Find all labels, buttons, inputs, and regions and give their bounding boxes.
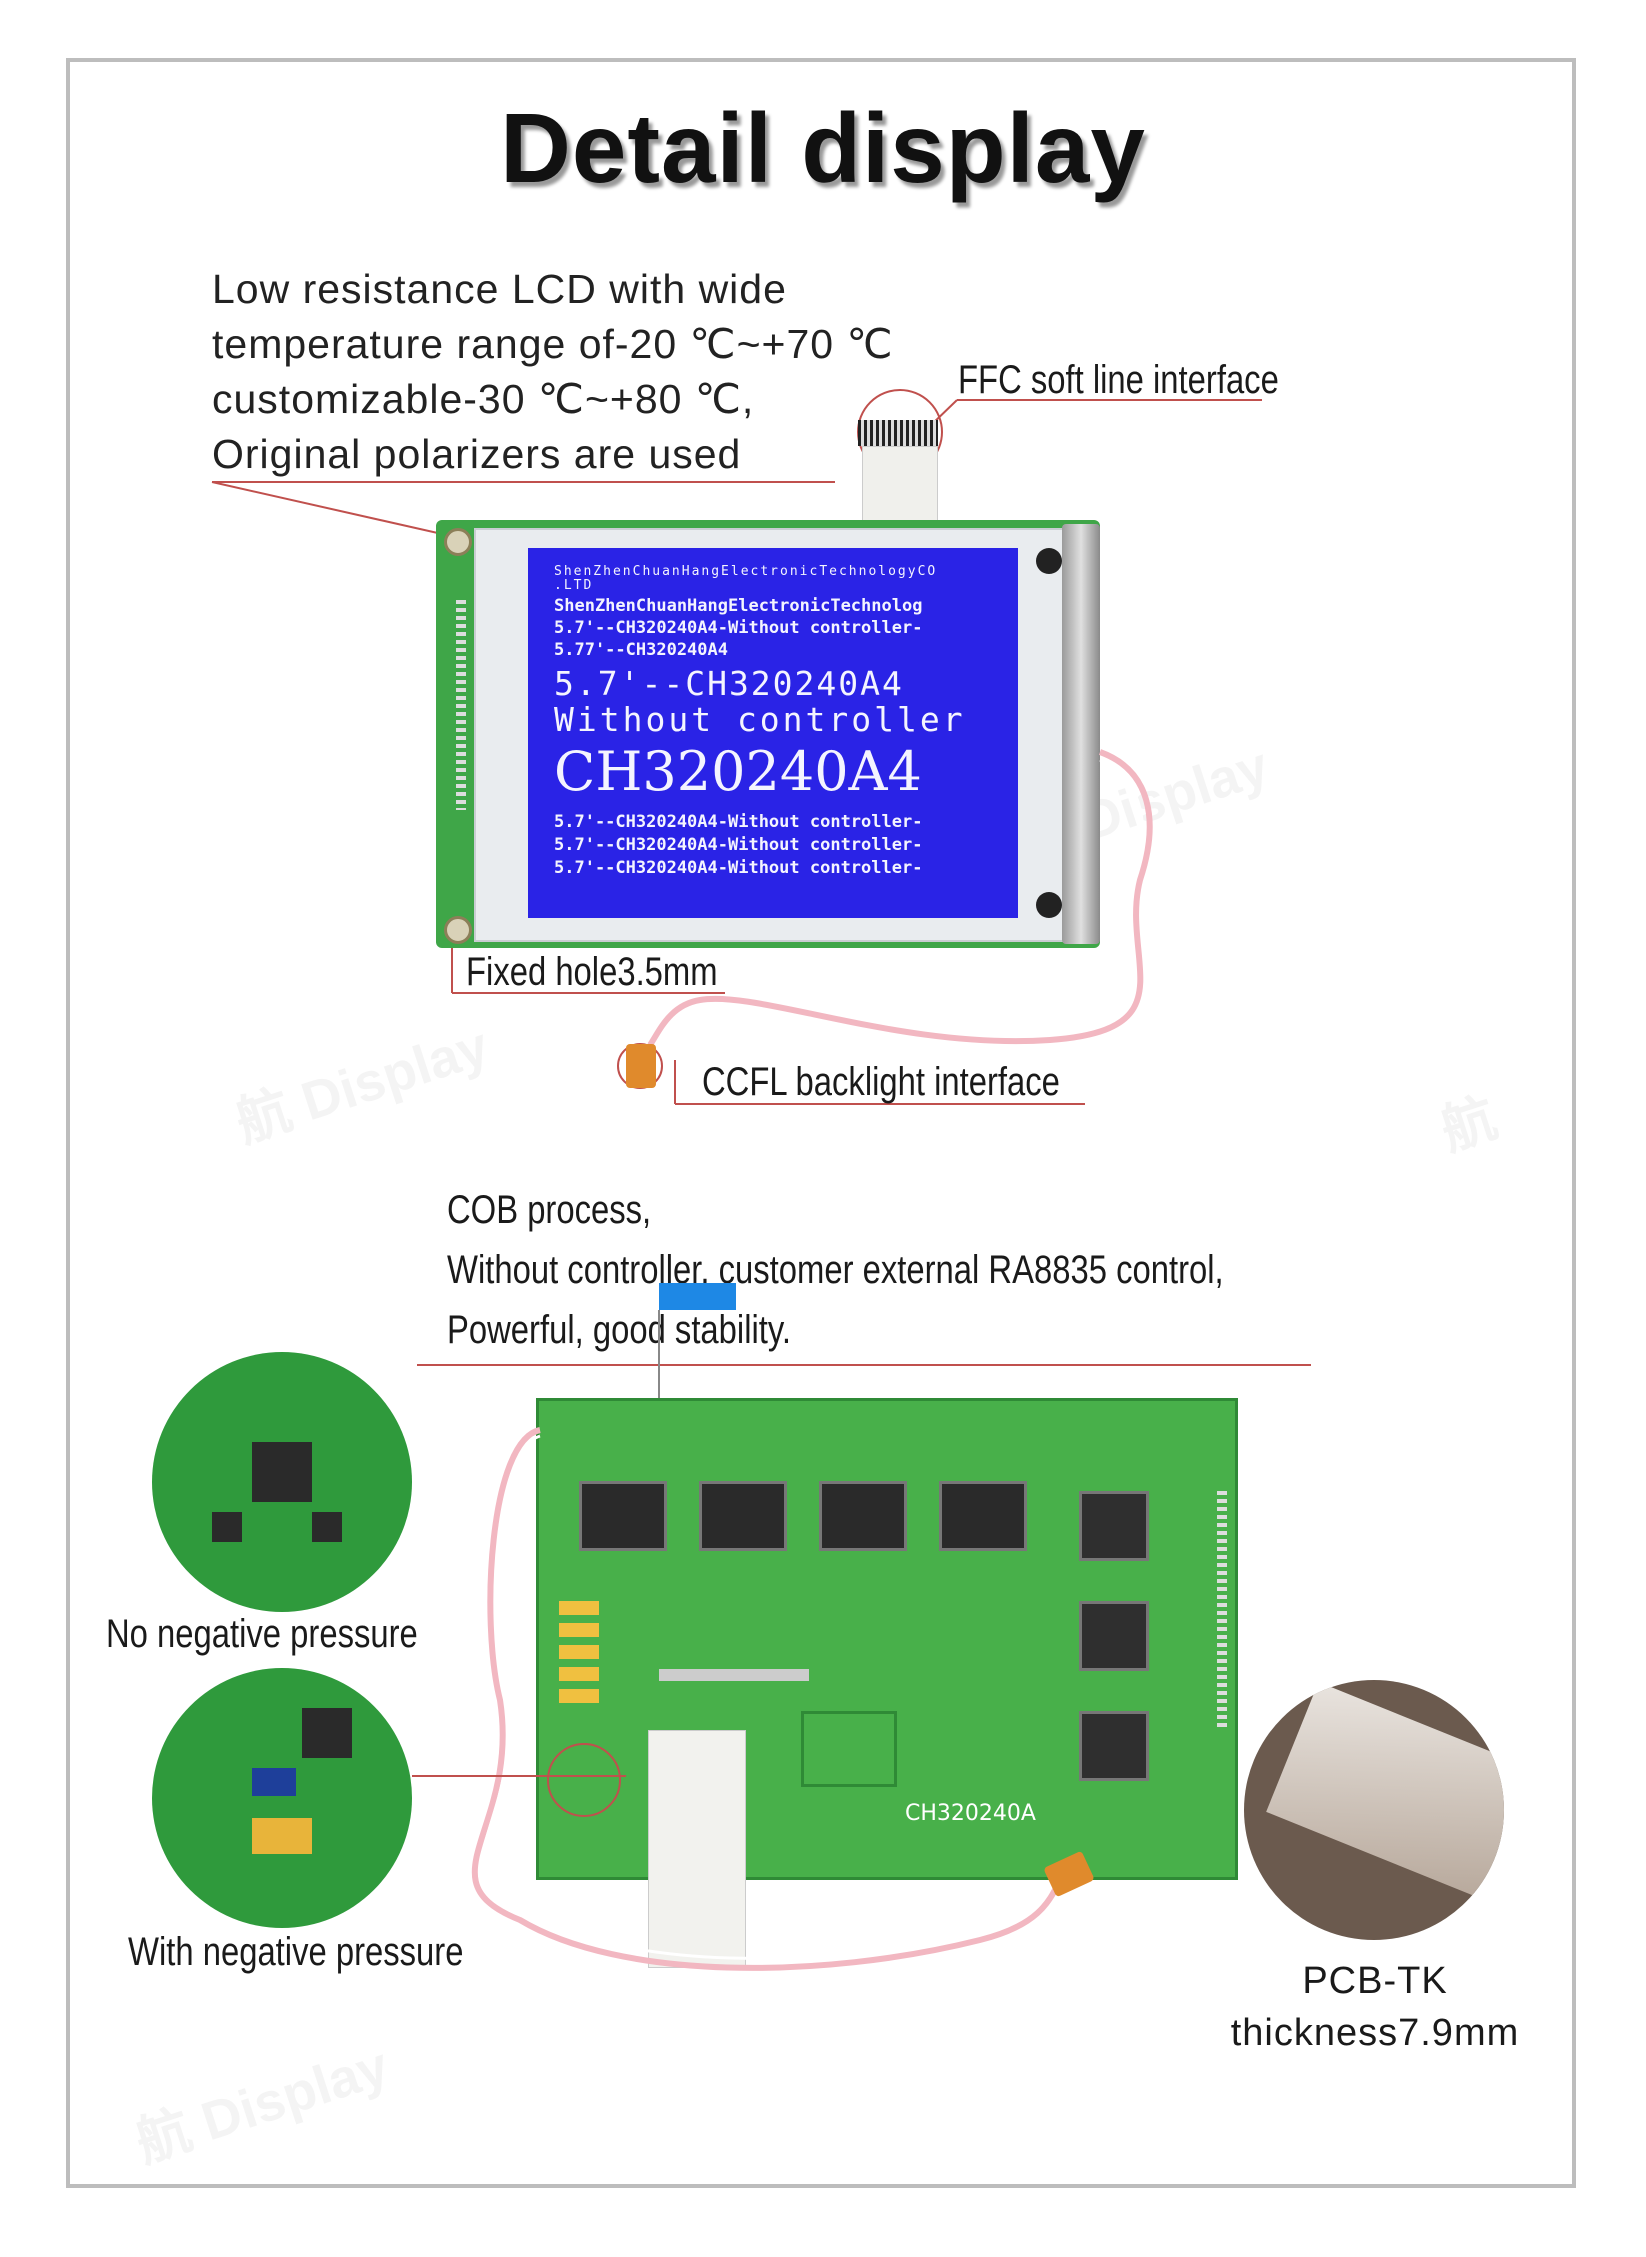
- ffc-cable: [862, 446, 938, 528]
- ic-chip: [579, 1481, 667, 1551]
- lcd-text: CH320240A4: [554, 740, 922, 803]
- ic-chip: [1079, 1491, 1149, 1561]
- page-title: Detail display: [500, 93, 1146, 203]
- cob-pad: [801, 1711, 897, 1787]
- lcd-text: Without controller: [554, 700, 966, 739]
- component: [252, 1818, 312, 1854]
- lcd-metal-frame: [1062, 524, 1100, 944]
- intro-line: Original polarizers are used: [212, 431, 742, 477]
- no-negative-label: No negative pressure: [106, 1612, 418, 1656]
- lcd-pin-header: [456, 600, 466, 810]
- page-frame: [66, 58, 1576, 2188]
- cob-line: Powerful, good stability.: [447, 1308, 791, 1352]
- lcd-mount-knob: [1036, 548, 1062, 574]
- intro-line: customizable-30 ℃~+80 ℃,: [212, 376, 755, 422]
- lcd-text: ShenZhenChuanHangElectronicTechnologyCO: [554, 564, 938, 579]
- highlight-marker: [659, 1283, 736, 1310]
- pcb-tk-label: PCB-TK: [1302, 1960, 1448, 2002]
- capacitor-array: [559, 1601, 599, 1711]
- fixed-hole-label: Fixed hole3.5mm: [466, 950, 718, 994]
- component: [312, 1512, 342, 1542]
- lcd-mount-knob: [1036, 892, 1062, 918]
- lcd-text: 5.7'--CH320240A4: [554, 664, 904, 703]
- zoom-circle-no-negative: [152, 1352, 412, 1612]
- ic-chip: [699, 1481, 787, 1551]
- cob-line: COB process,: [447, 1188, 652, 1232]
- with-negative-label: With negative pressure: [128, 1930, 464, 1974]
- fixed-hole: [444, 916, 472, 944]
- ffc-ribbon-cable: [648, 1730, 746, 1968]
- ic-chip: [1079, 1711, 1149, 1781]
- lcd-text: .LTD: [554, 578, 594, 593]
- component: [212, 1512, 242, 1542]
- ic-chip: [819, 1481, 907, 1551]
- lcd-text: 5.7'--CH320240A4-Without controller-: [554, 835, 923, 855]
- lcd-screen: ShenZhenChuanHangElectronicTechnologyCO …: [528, 548, 1018, 918]
- ccfl-cable: [647, 749, 1153, 1047]
- ccfl-label: CCFL backlight interface: [702, 1060, 1060, 1104]
- intro-line: Low resistance LCD with wide: [212, 266, 787, 312]
- cn3-connector: [659, 1669, 809, 1681]
- fixed-hole: [444, 528, 472, 556]
- lcd-text: 5.7'--CH320240A4-Without controller-: [554, 618, 923, 638]
- component: [252, 1442, 312, 1502]
- pcb-back-board: CH320240A: [536, 1398, 1238, 1880]
- ffc-label: FFC soft line interface: [958, 358, 1279, 402]
- zoom-circle-with-negative: [152, 1668, 412, 1928]
- intro-line: temperature range of-20 ℃~+70 ℃: [212, 321, 894, 367]
- cob-line: Without controller, customer external RA…: [447, 1248, 1224, 1292]
- ic-chip: [1079, 1601, 1149, 1671]
- pcb-thickness-label: thickness7.9mm: [1230, 2012, 1520, 2054]
- lcd-text: 5.7'--CH320240A4-Without controller-: [554, 858, 923, 878]
- ffc-connector: [858, 420, 938, 446]
- component: [252, 1768, 296, 1796]
- lcd-text: ShenZhenChuanHangElectronicTechnolog: [554, 596, 923, 616]
- lcd-text: 5.7'--CH320240A4-Without controller-: [554, 812, 923, 832]
- pcb-label: CH320240A: [905, 1801, 1036, 1826]
- cob-underline: [417, 1364, 1311, 1366]
- zoom-circle-pcb-thickness: [1244, 1680, 1504, 1940]
- ccfl-connector: [626, 1044, 656, 1088]
- component: [302, 1708, 352, 1758]
- ic-chip: [939, 1481, 1027, 1551]
- pin-header: [1217, 1491, 1227, 1731]
- cob-pointer: [658, 1310, 660, 1400]
- lcd-text: 5.77'--CH320240A4: [554, 640, 728, 660]
